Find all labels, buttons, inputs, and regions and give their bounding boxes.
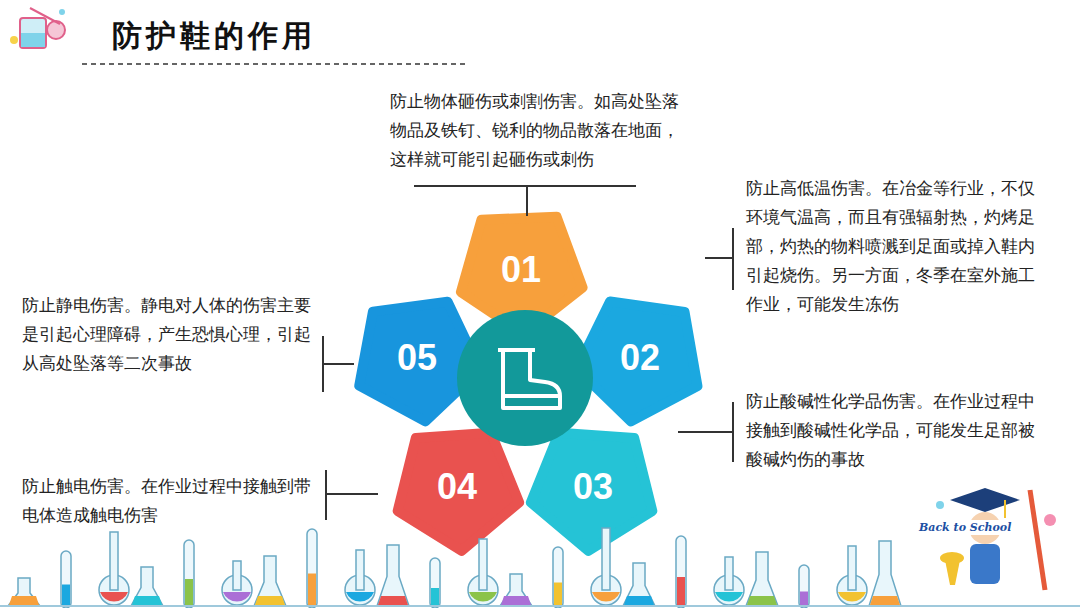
petal-pentagon: 05 [342, 283, 492, 433]
callout-number: 05 [342, 283, 492, 433]
center-circle [457, 310, 593, 446]
petal-pentagon: 02 [565, 283, 715, 433]
petal-pentagon: 03 [518, 412, 668, 562]
callout-text: 防止静电伤害。静电对人体的伤害主要是引起心理障碍，产生恐惧心理，引起从高处坠落等… [22, 291, 314, 378]
callout-text: 防止高低温伤害。在冶金等行业，不仅环境气温高，而且有强辐射热，灼烤足部，灼热的物… [746, 174, 1038, 319]
callout-text: 防止触电伤害。在作业过程中接触到带电体造成触电伤害 [22, 472, 314, 530]
callout-number: 02 [565, 283, 715, 433]
callout-number: 04 [382, 412, 532, 562]
boot-icon [498, 350, 560, 408]
callout-text: 防止酸碱性化学品伤害。在作业过程中接触到酸碱性化学品，可能发生足部被酸碱灼伤的事… [746, 387, 1038, 474]
slide-title: 防护鞋的作用 [112, 16, 316, 57]
petal-pentagon: 04 [382, 412, 532, 562]
callout-number: 01 [446, 195, 596, 345]
title-underline [82, 63, 466, 65]
school-clipart [936, 488, 1056, 590]
leader-lines [323, 186, 733, 520]
beaker-clipart [10, 8, 65, 48]
callout-number: 03 [518, 412, 668, 562]
clipart-caption: Back to School [916, 520, 1014, 535]
callout-text: 防止物体砸伤或刺割伤害。如高处坠落物品及铁钉、锐利的物品散落在地面，这样就可能引… [390, 87, 680, 174]
lab-glassware-strip [0, 528, 1080, 608]
petal-pentagon: 01 [446, 195, 596, 345]
